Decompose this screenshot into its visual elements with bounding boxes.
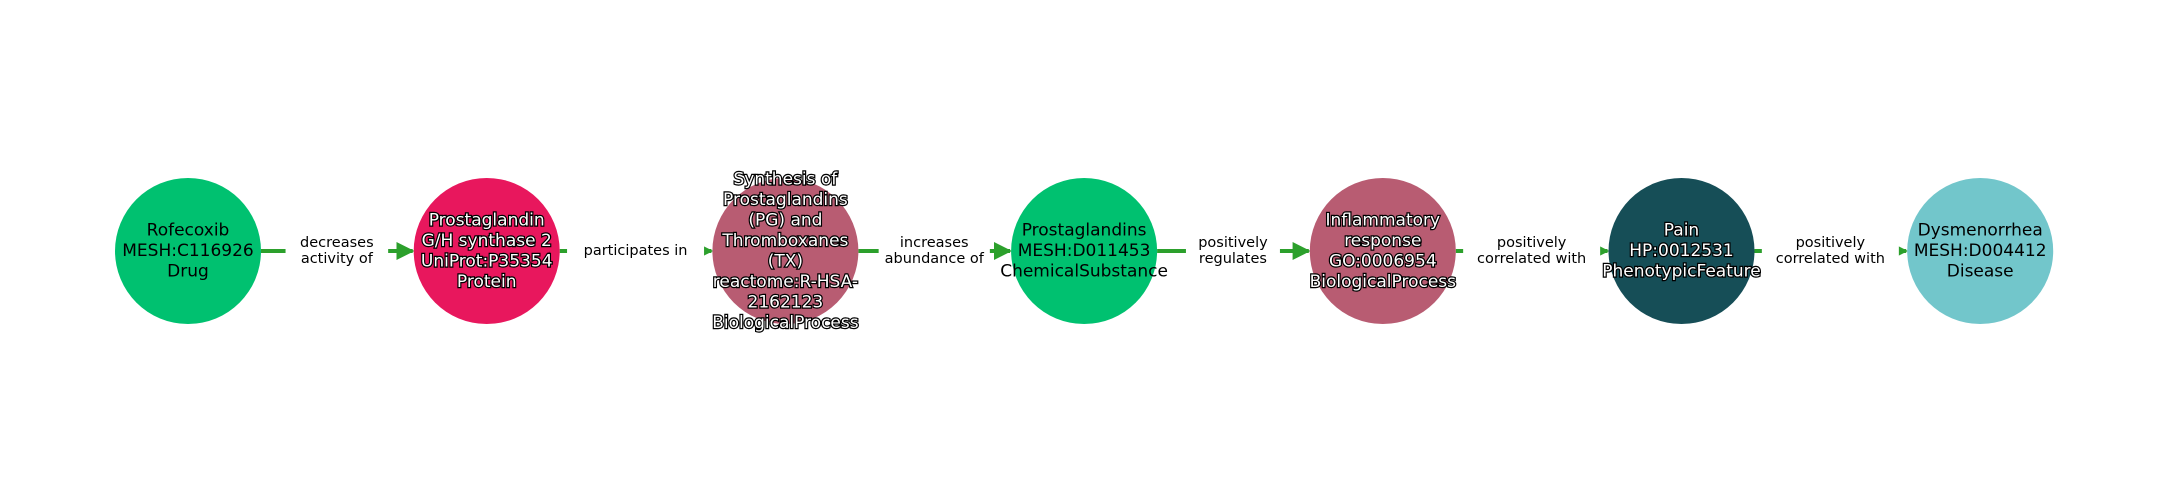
node-label: MESH:C116926	[122, 241, 253, 261]
node-label: Synthesis of	[734, 169, 839, 189]
edge-label-bg	[1761, 232, 1899, 270]
node-label: HP:0012531	[1629, 241, 1733, 261]
node-circle	[1011, 178, 1158, 324]
node-label: BiologicalProcess	[1310, 272, 1457, 292]
node-circle	[413, 178, 560, 324]
node-circle	[1608, 178, 1755, 324]
edge-label: increases	[900, 235, 969, 251]
edge-label: positively	[1796, 235, 1866, 251]
edge-label-bg	[285, 232, 389, 270]
edge-label: regulates	[1199, 251, 1267, 267]
node-label: reactome:R-HSA-	[713, 272, 858, 292]
node-circle	[115, 178, 261, 324]
node-label: UniProt:P35354	[421, 251, 553, 271]
node-label: 2162123	[748, 292, 824, 312]
node-label: Thromboxanes	[721, 231, 848, 251]
node-label: G/H synthase 2	[422, 231, 552, 251]
node-label: Pain	[1664, 221, 1699, 241]
node-label: Disease	[1947, 262, 2014, 282]
node-label: PhenotypicFeature	[1602, 262, 1761, 282]
node-label: MESH:D004412	[1914, 241, 2047, 261]
edge-label-bg	[567, 240, 705, 262]
node-label: BiologicalProcess	[712, 313, 859, 333]
edge-2: participates in	[559, 240, 714, 262]
node-label: MESH:D011453	[1018, 241, 1151, 261]
node-4: ProstaglandinsMESH:D011453ChemicalSubsta…	[1000, 178, 1168, 324]
edge-label-bg	[1463, 232, 1601, 270]
node-label: Prostaglandin	[429, 210, 545, 230]
node-label: GO:0006954	[1329, 251, 1437, 271]
edge-label-bg	[1185, 232, 1280, 270]
node-circle	[1309, 178, 1456, 324]
edge-label: correlated with	[1477, 251, 1586, 267]
edge-label: positively	[1198, 235, 1268, 251]
node-circle	[1907, 178, 2054, 324]
edge-label: activity of	[301, 251, 374, 267]
node-label: Drug	[167, 262, 209, 282]
node-label: Prostaglandins	[723, 190, 848, 210]
node-label: (TX)	[768, 251, 803, 271]
node-label: Dysmenorrhea	[1918, 221, 2043, 241]
node-label: (PG) and	[748, 210, 822, 230]
edge-label-bg	[878, 232, 990, 270]
edge-label: positively	[1497, 235, 1567, 251]
edge-label: participates in	[584, 243, 688, 259]
node-label: response	[1344, 231, 1421, 251]
node-circle	[712, 178, 859, 324]
node-label: Prostaglandins	[1022, 221, 1147, 241]
edge-label: correlated with	[1776, 251, 1885, 267]
node-label: ChemicalSubstance	[1000, 262, 1168, 282]
node-label: Inflammatory	[1326, 210, 1441, 230]
edge-label: decreases	[300, 235, 374, 251]
node-5: InflammatoryresponseGO:0006954Biological…	[1308, 178, 1457, 324]
edge-label: abundance of	[885, 251, 985, 267]
node-label: Rofecoxib	[147, 221, 230, 241]
node-label: Protein	[457, 272, 517, 292]
